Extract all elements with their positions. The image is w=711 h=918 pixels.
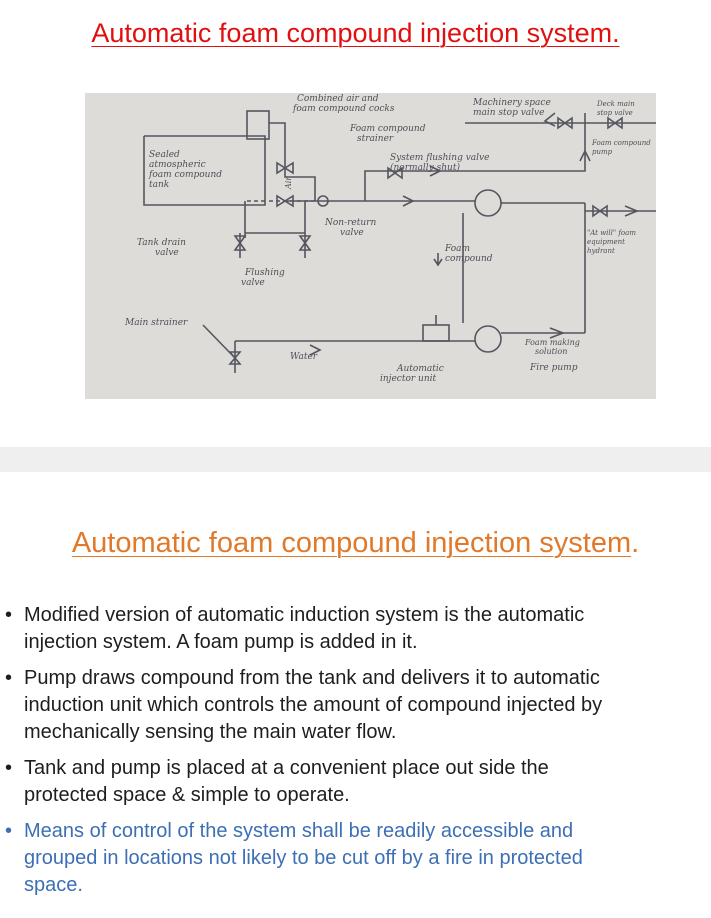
label-fire-pump: Fire pump	[529, 363, 578, 373]
label-tank-drain-2: valve	[155, 248, 179, 258]
label-non-return-2: valve	[340, 228, 364, 238]
label-foam-compound-2: compound	[445, 254, 493, 264]
bullet-text: Tank and pump is placed at a convenient …	[24, 757, 549, 806]
label-water: Water	[290, 352, 318, 362]
label-sealed-tank-2: atmospheric	[149, 160, 206, 170]
label-foam-strainer: Foam compound	[349, 124, 426, 134]
fire-pump-symbol	[474, 325, 502, 353]
label-air: Air	[284, 176, 293, 190]
label-deck-main-2: stop valve	[597, 109, 633, 117]
bullet-item: • Tank and pump is placed at a convenient…	[0, 755, 711, 809]
label-main-stop-valve: main stop valve	[473, 108, 544, 118]
slide-1: Automatic foam compound injection system…	[0, 0, 711, 447]
tank-neck	[246, 110, 270, 140]
label-foam-strainer-2: strainer	[357, 134, 394, 144]
bullet-item: • Modified version of automatic induction…	[0, 602, 711, 656]
bullet-list: • Modified version of automatic induction…	[0, 602, 711, 908]
label-deck-main: Deck main	[596, 100, 635, 108]
label-sealed-tank-3: foam compound	[148, 170, 222, 180]
foam-pump-symbol	[474, 189, 502, 217]
label-combined-air-2: foam compound cocks	[292, 104, 395, 114]
label-system-flushing-2: (normally shut)	[390, 162, 460, 173]
tank-outline	[143, 135, 266, 206]
slide-title-text: Automatic foam compound injection system	[71, 527, 632, 559]
slide-title: Automatic foam compound injection system…	[0, 527, 711, 560]
label-combined-air: Combined air and	[297, 94, 379, 104]
bullet-text: Means of control of the system shall be …	[24, 820, 583, 896]
label-foam-making: Foam making	[524, 338, 580, 347]
label-foam-making-2: solution	[535, 347, 567, 356]
bullet-item: • Pump draws compound from the tank and d…	[0, 665, 711, 746]
bullet-dot: •	[5, 820, 13, 842]
bullet-dot: •	[5, 757, 13, 779]
label-main-strainer: Main strainer	[124, 318, 188, 328]
label-auto-injector: Automatic	[396, 364, 444, 374]
injector-unit	[422, 324, 450, 342]
bullet-dot: •	[5, 667, 13, 689]
label-tank-drain: Tank drain	[137, 238, 186, 248]
slide-title-period: .	[631, 527, 640, 559]
bullet-dot: •	[5, 604, 13, 626]
slide-title: Automatic foam compound injection system…	[91, 18, 620, 48]
label-foam-compound: Foam	[444, 244, 470, 254]
bullet-item: • Means of control of the system shall be…	[0, 818, 711, 899]
bullet-text: Modified version of automatic induction …	[24, 604, 585, 653]
label-at-will-2: equipment	[587, 238, 625, 246]
slide-separator	[0, 447, 711, 472]
label-non-return: Non-return	[324, 218, 376, 228]
label-machinery-space: Machinery space	[472, 98, 551, 108]
label-flushing-valve: Flushing	[244, 268, 285, 278]
label-foam-pump: Foam compound	[591, 139, 651, 147]
label-at-will-3: hydrant	[587, 247, 615, 255]
label-foam-pump-2: pump	[592, 148, 613, 156]
label-system-flushing: System flushing valve	[390, 153, 489, 163]
label-flushing-valve-2: valve	[241, 278, 265, 288]
bullet-text: Pump draws compound from the tank and de…	[24, 667, 603, 743]
label-auto-injector-2: injector unit	[380, 374, 437, 384]
label-sealed-tank-4: tank	[149, 180, 169, 190]
slide-2: Automatic foam compound injection system…	[0, 472, 711, 918]
system-diagram-photo: Combined air and foam compound cocks Mac…	[85, 93, 656, 399]
label-at-will: "At will" foam	[587, 229, 636, 237]
label-sealed-tank: Sealed	[149, 150, 180, 160]
piping-diagram: Combined air and foam compound cocks Mac…	[124, 94, 656, 384]
